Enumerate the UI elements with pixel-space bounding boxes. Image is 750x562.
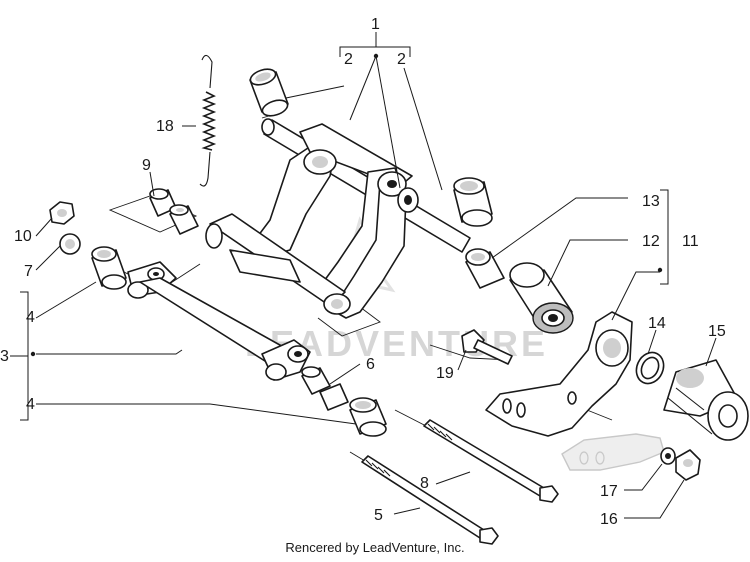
lower-link-part-3	[127, 261, 311, 381]
callout-11: 11	[682, 233, 699, 250]
bolt-part-5	[361, 455, 499, 545]
swing-arm-part-1	[205, 123, 419, 319]
callout-10: 10	[14, 228, 32, 245]
bumper-part-15	[663, 359, 749, 441]
bolt-part-8	[423, 419, 559, 503]
callout-8: 8	[420, 475, 429, 492]
pin-part-6	[301, 366, 349, 411]
pin-part-9	[149, 188, 199, 235]
callout-6: 6	[366, 356, 375, 373]
silent-block-part-12	[509, 262, 574, 334]
callout-2-left: 2	[344, 51, 353, 68]
callout-9: 9	[142, 157, 151, 174]
callout-2-right: 2	[397, 51, 406, 68]
callout-4-upper: 4	[26, 309, 35, 326]
callout-1: 1	[371, 16, 380, 33]
nut-part-10	[49, 201, 75, 225]
callout-numbers: 1 2 2 3 4 4 5 6 7 8 9 10 11 12 13 14 15 …	[0, 16, 726, 528]
ring-part-14	[635, 351, 665, 385]
bushing-part-4-left	[91, 246, 127, 290]
washer-part-7	[59, 233, 81, 255]
callout-15: 15	[708, 323, 726, 340]
nut-part-16	[675, 449, 701, 481]
callout-19: 19	[436, 365, 454, 382]
bracket-plate-ghost	[561, 433, 665, 471]
callout-18: 18	[156, 118, 174, 135]
bushing-part-2-right	[453, 177, 493, 227]
callout-16: 16	[600, 511, 618, 528]
spring-part-18	[199, 54, 217, 187]
callout-7: 7	[24, 263, 33, 280]
bushing-part-2-top	[249, 68, 289, 117]
callout-14: 14	[648, 315, 666, 332]
callout-13: 13	[642, 193, 660, 210]
callout-3: 3	[0, 348, 9, 365]
leader-lines	[10, 32, 717, 519]
callout-17: 17	[600, 483, 618, 500]
callout-12: 12	[642, 233, 660, 250]
washer-part-17	[660, 447, 676, 465]
callout-5: 5	[374, 507, 383, 524]
bushing-part-4-lower	[349, 397, 387, 437]
bracket-part-11	[485, 311, 633, 437]
footer-credit: Rencered by LeadVenture, Inc.	[285, 540, 465, 555]
bushing-part-13	[465, 248, 505, 289]
callout-4-lower: 4	[26, 396, 35, 413]
bolt-part-19	[461, 329, 513, 365]
